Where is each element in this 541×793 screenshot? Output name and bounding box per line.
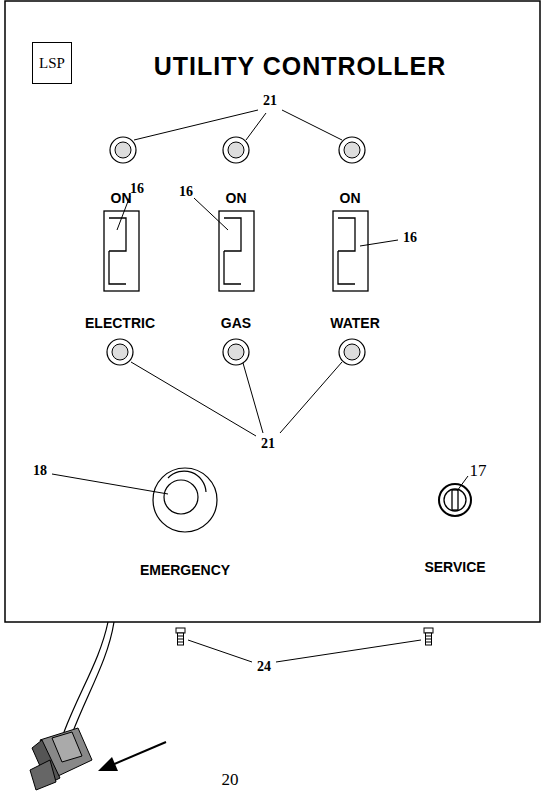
logo-box: LSP: [32, 42, 72, 84]
callout-number: 21: [261, 437, 275, 451]
panel-outline: [5, 1, 540, 622]
callout-number: 16: [130, 182, 144, 196]
switch-state: ON: [111, 191, 132, 205]
callout-number: 16: [403, 231, 417, 245]
emergency-button: [153, 468, 217, 532]
leader-line-17: [457, 476, 468, 491]
panel-title: UTILITY CONTROLLER: [154, 54, 447, 79]
leader-line-18: [52, 474, 168, 494]
switch-label: ELECTRIC: [85, 316, 155, 330]
logo-text: LSP: [39, 55, 65, 72]
switch-label: WATER: [330, 316, 380, 330]
callout-number: 16: [179, 185, 193, 199]
leader-lines-21: [131, 110, 342, 436]
rocker-switches: [104, 211, 368, 291]
indicator-lights-top: [110, 137, 365, 163]
callout-number: 20: [222, 771, 239, 788]
callout-number: 21: [263, 94, 277, 108]
callout-number: 17: [470, 462, 487, 479]
screws: [176, 628, 433, 645]
cable: [64, 622, 114, 734]
callout-number: 18: [33, 464, 47, 478]
pointer-arrow-20: [98, 742, 166, 771]
switch-label: GAS: [221, 316, 251, 330]
d-sub-connector: [30, 728, 92, 790]
indicator-lights-bottom: [107, 339, 365, 365]
callout-number: 24: [257, 660, 271, 674]
leader-lines-24: [188, 640, 421, 662]
switch-state: ON: [226, 191, 247, 205]
switch-state: ON: [340, 191, 361, 205]
service-key-switch: [439, 484, 471, 516]
key-label: SERVICE: [424, 560, 485, 574]
button-label: EMERGENCY: [140, 563, 230, 577]
